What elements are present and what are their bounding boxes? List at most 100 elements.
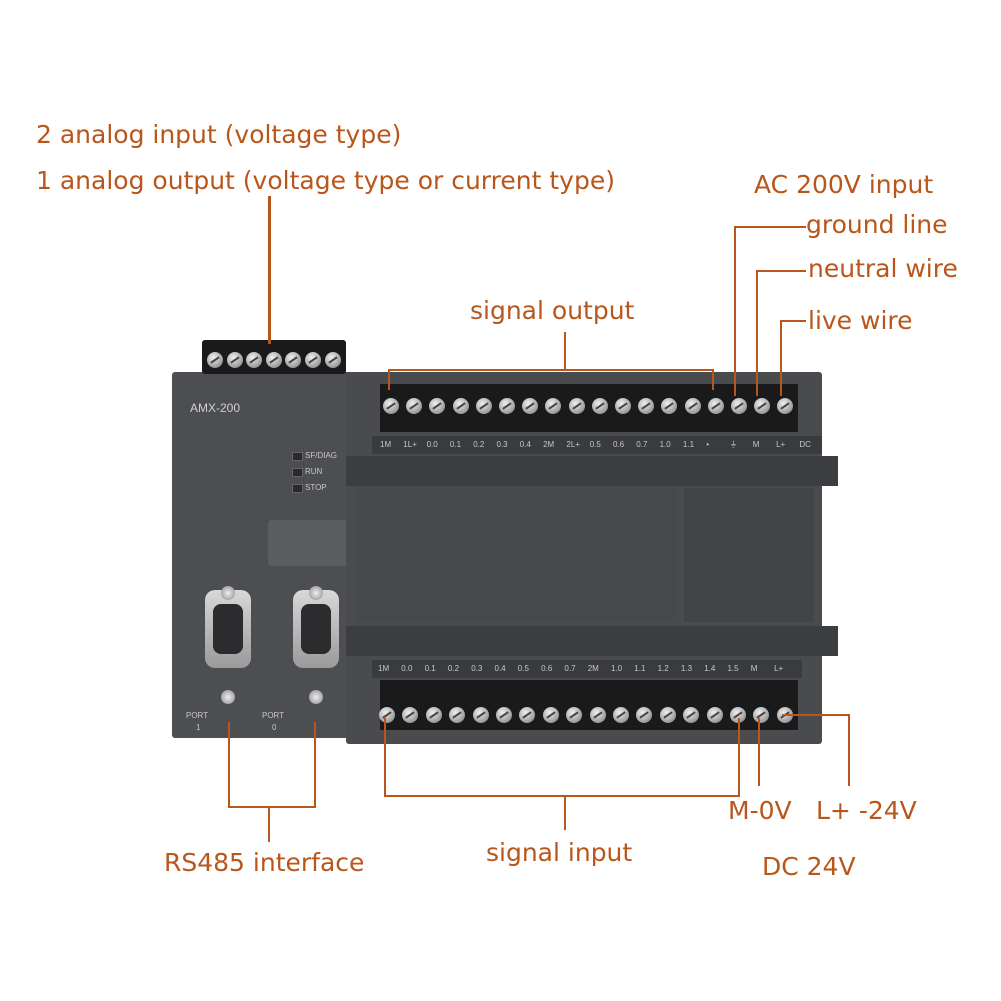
rs485-leader-left xyxy=(228,722,230,808)
analog-terminal-screw[interactable] xyxy=(265,352,282,368)
mode-switch[interactable] xyxy=(268,520,348,566)
top-terminal-screw[interactable] xyxy=(615,398,631,414)
signal-output-bracket-right xyxy=(712,370,714,390)
top-terminal-screw[interactable] xyxy=(568,398,585,414)
terminal-label: 1.0 xyxy=(611,664,623,673)
bottom-terminal-screw[interactable] xyxy=(542,707,559,723)
top-terminal-strip xyxy=(380,384,798,432)
run-label: RUN xyxy=(305,467,323,476)
run-led xyxy=(292,468,303,477)
top-terminal-screw[interactable] xyxy=(661,398,678,414)
terminal-label: 2L+ xyxy=(566,440,580,449)
bottom-terminal-strip xyxy=(380,680,798,730)
stop-label: STOP xyxy=(305,483,327,492)
top-terminal-screw[interactable] xyxy=(777,398,794,414)
bottom-label-strip xyxy=(372,660,802,678)
rs485-port-0[interactable] xyxy=(293,586,339,704)
signal-input-bracket-right xyxy=(738,718,740,796)
terminal-label: 0.5 xyxy=(589,440,601,449)
bottom-terminal-screw[interactable] xyxy=(753,707,770,723)
terminal-label: 0.3 xyxy=(496,440,508,449)
analog-terminal-screw[interactable] xyxy=(226,352,243,368)
terminal-label: M xyxy=(752,440,760,449)
top-terminal-screw[interactable] xyxy=(684,398,701,414)
bottom-terminal-screw[interactable] xyxy=(449,707,466,723)
top-terminal-screw[interactable] xyxy=(638,398,655,414)
terminal-label: 2M xyxy=(543,440,555,449)
ground-leader-h xyxy=(734,226,806,228)
port0-label: PORT xyxy=(262,711,285,720)
bottom-terminal-screw[interactable] xyxy=(730,707,746,723)
terminal-label: 0.6 xyxy=(613,440,625,449)
bottom-terminal-screw[interactable] xyxy=(496,707,512,723)
bottom-terminal-screw[interactable] xyxy=(636,707,653,723)
bottom-terminal-screw[interactable] xyxy=(589,707,606,723)
analog-terminal-screw[interactable] xyxy=(324,352,341,368)
terminal-label: 0.2 xyxy=(447,664,460,673)
signal-output-bracket-left xyxy=(388,370,390,390)
live-leader-v xyxy=(780,320,782,396)
bottom-terminal-screw[interactable] xyxy=(402,707,419,723)
analog-terminal-screw[interactable] xyxy=(285,352,302,368)
top-terminal-screw[interactable] xyxy=(545,398,562,414)
top-terminal-screw[interactable] xyxy=(499,398,515,414)
rs485-leader-down xyxy=(268,806,270,842)
bottom-terminal-screw[interactable] xyxy=(425,707,442,723)
l24v-label: L+ -24V xyxy=(816,796,917,825)
terminal-label: 0.0 xyxy=(401,664,413,673)
bottom-cover xyxy=(346,626,838,656)
terminal-label: 0.4 xyxy=(519,440,531,449)
neutral-leader-h xyxy=(756,270,806,272)
terminal-label: 1.4 xyxy=(704,664,716,673)
m0v-label: M-0V xyxy=(728,796,792,825)
terminal-label: 1.5 xyxy=(727,664,739,673)
top-cover xyxy=(346,456,838,486)
top-terminal-screw[interactable] xyxy=(754,398,771,414)
terminal-label: 0.2 xyxy=(473,440,485,449)
terminal-label: ⏚ xyxy=(729,440,738,449)
top-terminal-screw[interactable] xyxy=(429,398,446,414)
signal-input-bracket-bottom xyxy=(384,795,740,797)
signal-input-bracket-left xyxy=(384,718,386,796)
analog-io-label-line2: 1 analog output (voltage type or current… xyxy=(36,166,615,195)
analog-terminal-screw[interactable] xyxy=(305,352,321,368)
terminal-label: 0.4 xyxy=(494,664,506,673)
terminal-label: L+ xyxy=(776,440,786,449)
bottom-terminal-screw[interactable] xyxy=(379,707,395,723)
terminal-label: 0.3 xyxy=(471,664,483,673)
top-terminal-screw[interactable] xyxy=(591,398,608,414)
top-terminal-screw[interactable] xyxy=(707,398,724,414)
bottom-terminal-screw[interactable] xyxy=(613,707,629,723)
terminal-label: 1M xyxy=(378,664,390,673)
signal-output-label: signal output xyxy=(470,296,635,325)
bottom-terminal-screw[interactable] xyxy=(566,707,583,723)
top-terminal-screw[interactable] xyxy=(406,398,423,414)
top-label-strip xyxy=(372,436,822,454)
port1-label: PORT xyxy=(186,711,209,720)
terminal-label: 0.0 xyxy=(426,440,438,449)
analog-terminal-screw[interactable] xyxy=(207,352,223,368)
bottom-terminal-screw[interactable] xyxy=(659,707,676,723)
bottom-terminal-screw[interactable] xyxy=(683,707,700,723)
sf-diag-label: SF/DIAG xyxy=(305,451,338,460)
rs485-port-1[interactable] xyxy=(205,586,251,704)
terminal-label: 0.1 xyxy=(424,664,436,673)
top-terminal-screw[interactable] xyxy=(475,398,492,414)
terminal-label: 1.2 xyxy=(657,664,669,673)
terminal-label: • xyxy=(706,440,709,449)
top-terminal-screw[interactable] xyxy=(383,398,399,414)
terminal-label: DC xyxy=(799,440,811,449)
terminal-label: L+ xyxy=(774,664,784,673)
bottom-terminal-screw[interactable] xyxy=(519,707,536,723)
terminal-label: 0.5 xyxy=(517,664,529,673)
top-terminal-screw[interactable] xyxy=(522,398,539,414)
terminal-label: 0.7 xyxy=(564,664,576,673)
neutral-wire-label: neutral wire xyxy=(808,254,958,283)
bottom-terminal-screw[interactable] xyxy=(706,707,723,723)
bottom-terminal-screw[interactable] xyxy=(472,707,489,723)
analog-terminal-screw[interactable] xyxy=(246,352,263,368)
top-terminal-screw[interactable] xyxy=(731,398,747,414)
top-terminal-screw[interactable] xyxy=(452,398,469,414)
terminal-label: 1M xyxy=(380,440,392,449)
center-panel xyxy=(356,488,678,622)
